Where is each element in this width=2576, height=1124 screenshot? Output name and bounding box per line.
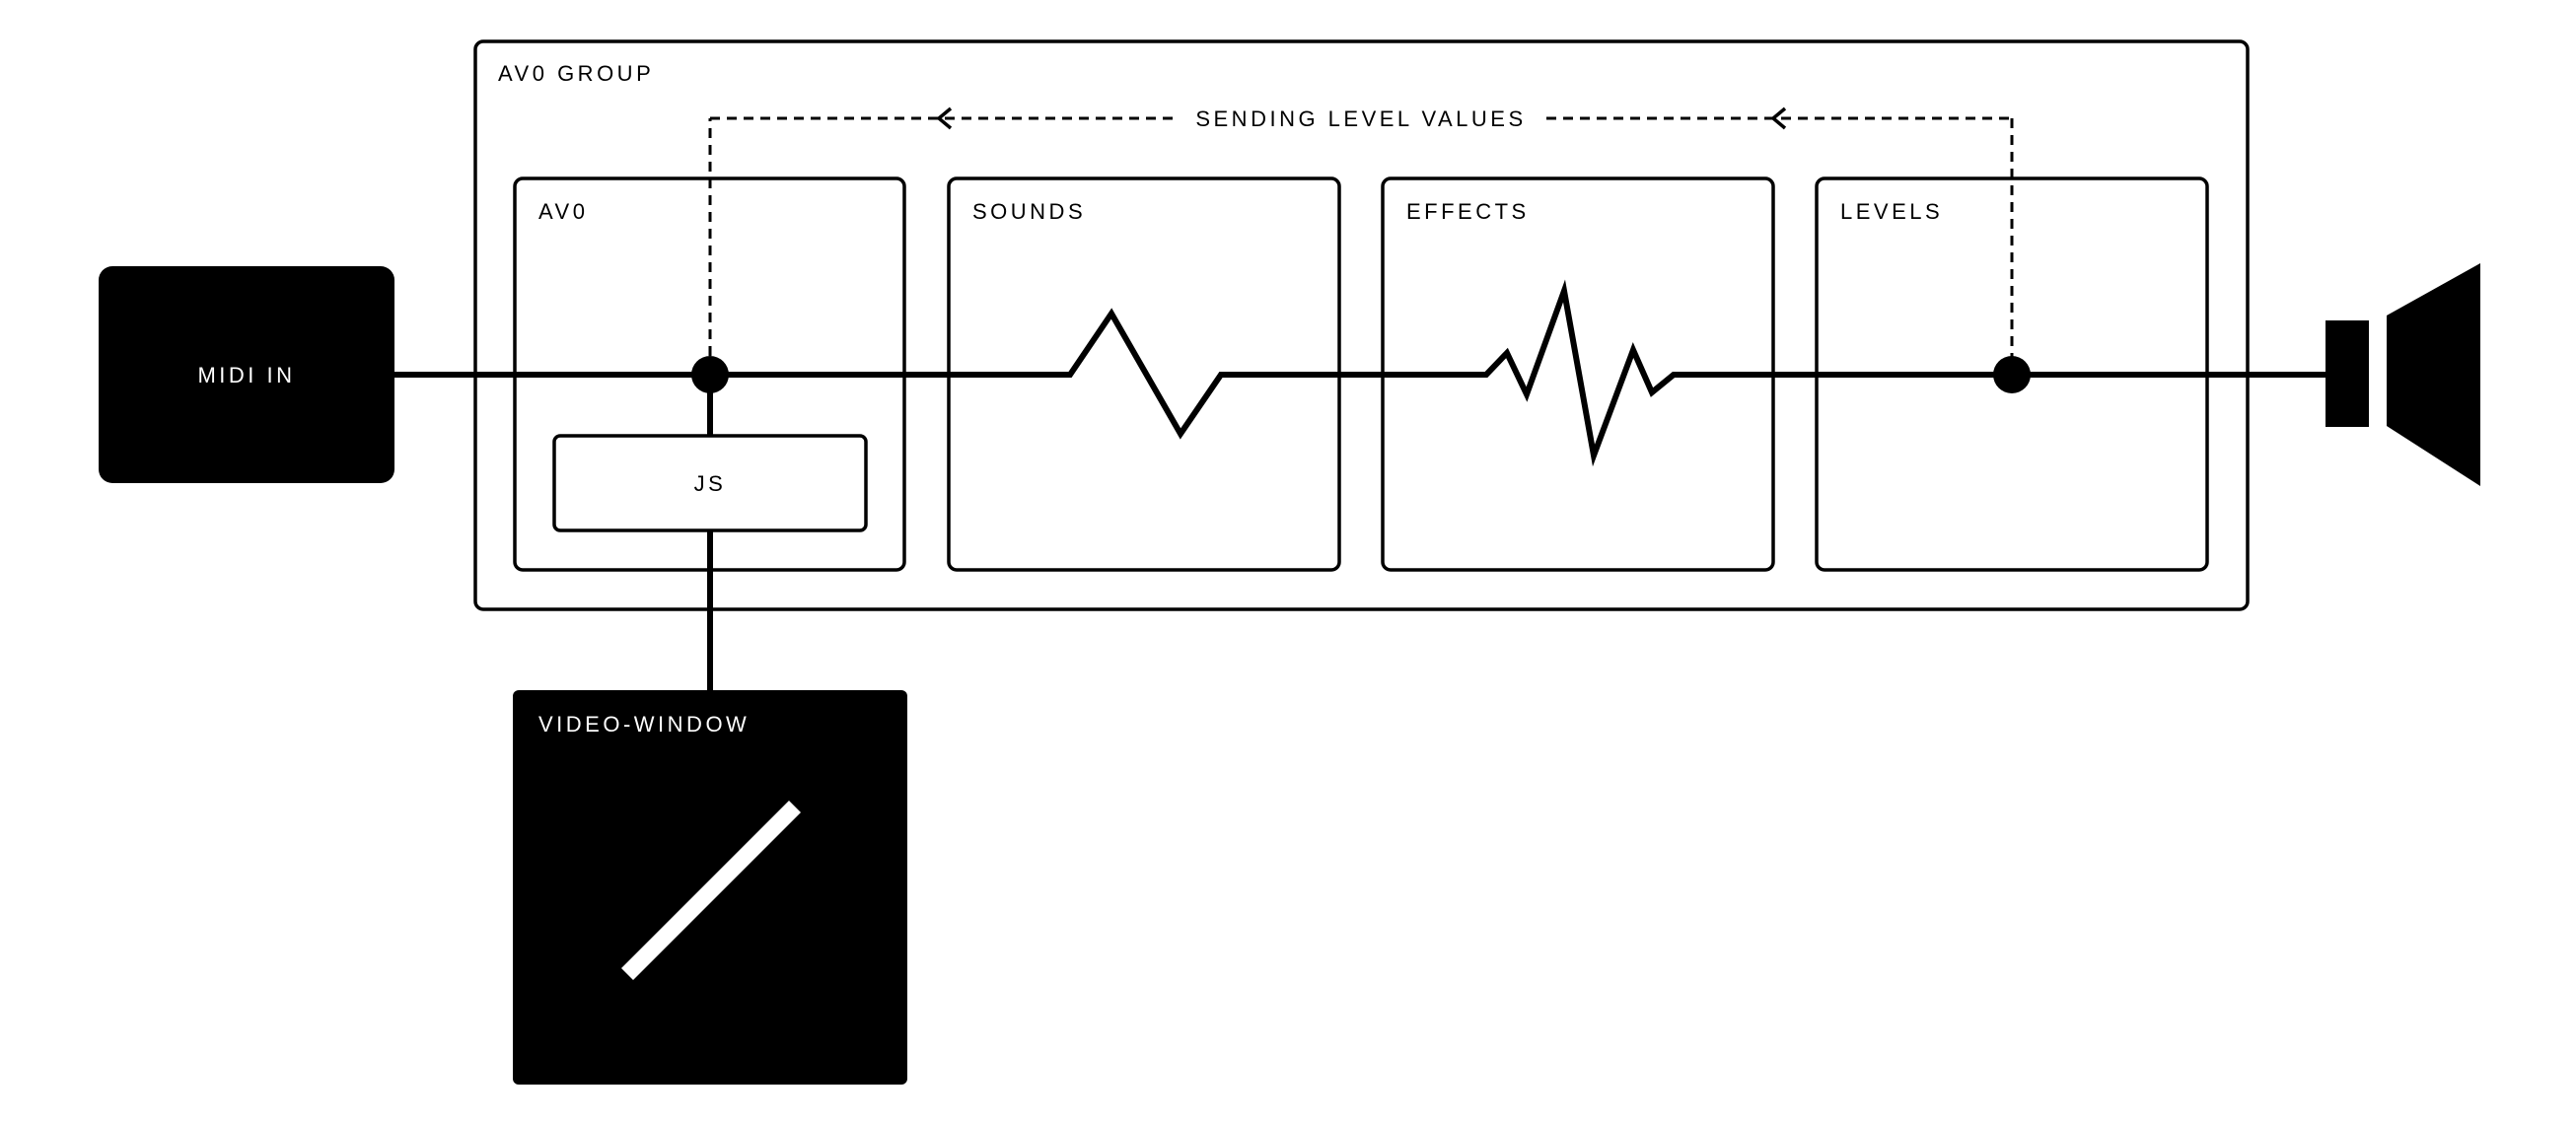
speaker-cone <box>2387 263 2480 486</box>
speaker-magnet <box>2326 320 2369 427</box>
feedback-arrow-left <box>936 106 953 130</box>
module-levels-label: LEVELS <box>1840 199 1943 224</box>
midi-in-block: MIDI IN <box>99 266 394 483</box>
midi-in-label: MIDI IN <box>197 363 295 387</box>
feedback-path: SENDING LEVEL VALUES <box>708 106 2014 373</box>
feedback-label: SENDING LEVEL VALUES <box>1195 106 1526 131</box>
js-box: JS <box>552 434 868 532</box>
module-av0-label: AV0 <box>538 199 588 224</box>
js-box-frame <box>552 434 868 532</box>
speaker-icon <box>2326 263 2480 486</box>
feedback-arrow-right <box>1770 106 1787 130</box>
av0-group-label: AV0 GROUP <box>498 61 654 86</box>
levels-junction-node <box>1993 356 2031 393</box>
video-window-block: VIDEO-WINDOW <box>513 690 907 1085</box>
module-sounds-label: SOUNDS <box>972 199 1086 224</box>
av0-group: AV0 GROUP <box>473 39 2250 611</box>
av0-group-frame <box>473 39 2250 611</box>
signal-line <box>394 279 2329 467</box>
module-effects-label: EFFECTS <box>1406 199 1530 224</box>
video-window-label: VIDEO-WINDOW <box>538 712 750 737</box>
midi-in-frame <box>99 266 394 483</box>
js-box-label: JS <box>694 471 727 496</box>
diagonal-line-icon <box>621 801 801 980</box>
